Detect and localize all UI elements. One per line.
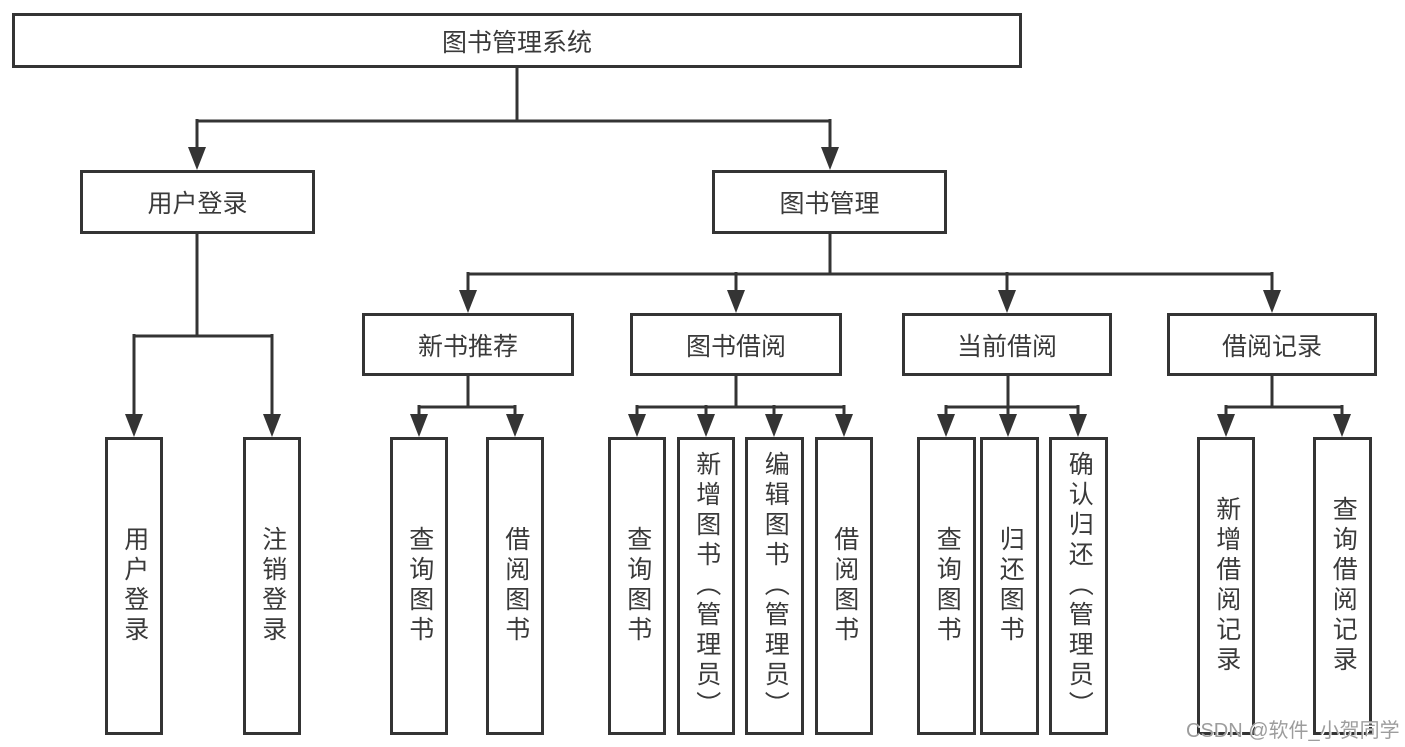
arrow-icon <box>998 290 1016 313</box>
arrow-icon <box>263 414 281 437</box>
arrow-icon <box>410 414 428 437</box>
arrow-icon <box>1069 414 1087 437</box>
node-new-book-recommendation: 新书推荐 <box>362 313 574 376</box>
leaf-logout: 注销登录 <box>243 437 301 735</box>
arrow-icon <box>999 414 1017 437</box>
leaf-edit-book-admin: 编辑图书（管理员） <box>745 437 804 735</box>
node-label: 新书推荐 <box>417 332 518 361</box>
node-current-borrowing: 当前借阅 <box>902 313 1112 376</box>
leaf-borrow-books: 借阅图书 <box>815 437 873 735</box>
arrow-icon <box>727 290 745 313</box>
node-user-login-branch: 用户登录 <box>80 170 315 234</box>
leaf-query-borrow-record: 查询借阅记录 <box>1313 437 1372 735</box>
arrow-icon <box>1217 414 1235 437</box>
node-book-borrowing: 图书借阅 <box>630 313 842 376</box>
leaf-return-books: 归还图书 <box>980 437 1039 735</box>
node-label: 用户登录 <box>147 190 248 218</box>
leaf-add-book-admin: 新增图书（管理员） <box>677 437 735 735</box>
arrow-icon <box>125 414 143 437</box>
arrow-icon <box>506 414 524 437</box>
node-label: 借阅图书 <box>501 526 530 646</box>
node-label: 归还图书 <box>996 526 1025 646</box>
arrow-icon <box>1333 414 1351 437</box>
leaf-query-books-current: 查询图书 <box>917 437 976 735</box>
node-label: 查询图书 <box>623 526 652 646</box>
leaf-confirm-return-admin: 确认归还（管理员） <box>1049 437 1108 735</box>
arrow-icon <box>459 290 477 313</box>
node-label: 借阅图书 <box>830 526 859 646</box>
node-book-management: 图书管理 <box>712 170 947 234</box>
node-label: 查询借阅记录 <box>1329 496 1358 676</box>
node-label: 图书管理 <box>779 190 880 218</box>
leaf-user-login: 用户登录 <box>105 437 163 735</box>
arrow-icon <box>628 414 646 437</box>
arrow-icon <box>937 414 955 437</box>
arrow-icon <box>835 414 853 437</box>
node-label: 注销登录 <box>258 526 287 646</box>
node-label: 新增图书（管理员） <box>692 451 721 721</box>
node-label: 当前借阅 <box>956 332 1057 361</box>
node-label: 查询图书 <box>933 526 962 646</box>
node-label: 新增借阅记录 <box>1212 496 1241 676</box>
node-label: 编辑图书（管理员） <box>761 451 790 721</box>
csdn-watermark: CSDN @软件_小贺同学 <box>1186 720 1400 742</box>
node-label: 借阅记录 <box>1221 332 1322 361</box>
arrow-icon <box>821 147 839 170</box>
node-label: 确认归还（管理员） <box>1065 451 1094 721</box>
node-label: 图书借阅 <box>685 332 786 361</box>
arrow-icon <box>765 414 783 437</box>
connector-path <box>132 68 1344 417</box>
leaf-query-books-recommend: 查询图书 <box>390 437 448 735</box>
leaf-add-borrow-record: 新增借阅记录 <box>1197 437 1255 735</box>
node-label: 用户登录 <box>120 526 149 646</box>
arrow-icon <box>697 414 715 437</box>
node-borrowing-records: 借阅记录 <box>1167 313 1377 376</box>
arrowheads <box>125 147 1351 437</box>
node-label: 图书管理系统 <box>441 28 592 57</box>
arrow-icon <box>188 147 206 170</box>
leaf-borrow-books-recommend: 借阅图书 <box>486 437 544 735</box>
arrow-icon <box>1263 290 1281 313</box>
leaf-query-books-borrowing: 查询图书 <box>608 437 666 735</box>
node-library-management-system: 图书管理系统 <box>12 13 1022 68</box>
node-label: 查询图书 <box>405 526 434 646</box>
